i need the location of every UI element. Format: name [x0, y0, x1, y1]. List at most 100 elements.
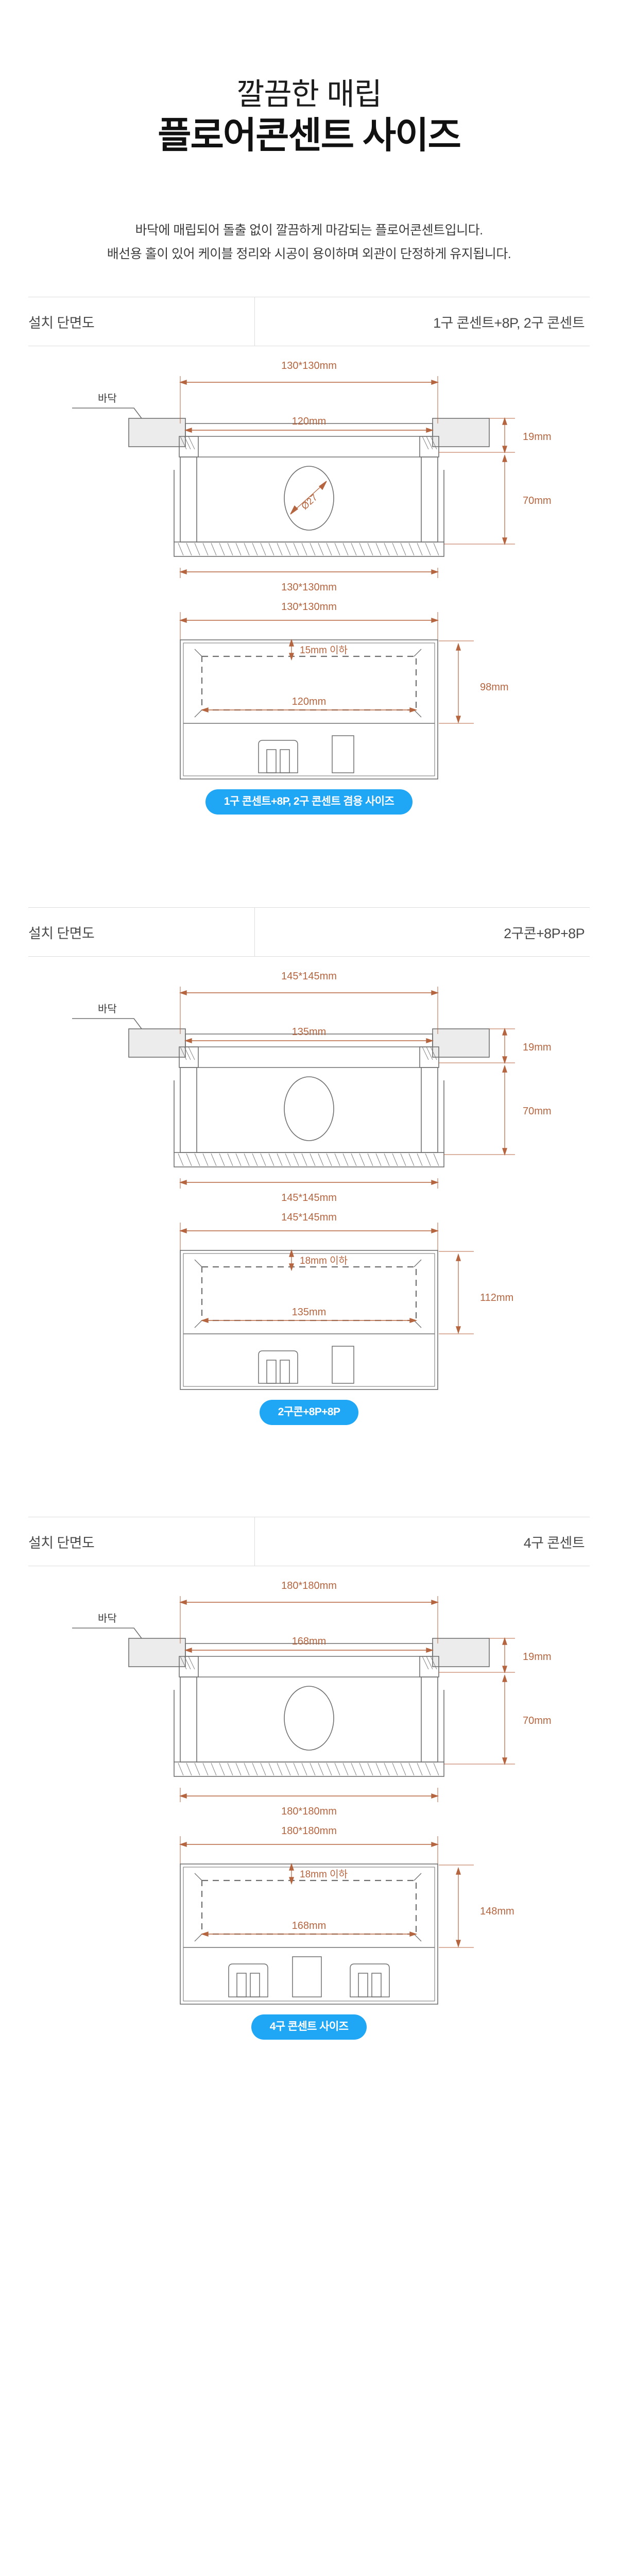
cable-hole-1	[284, 466, 334, 531]
section-header-value-1: 1구 콘센트+8P, 2구 콘센트	[433, 315, 585, 331]
hero-description-line-1: 바닥에 매립되어 돌출 없이 깔끔하게 마감되는 플로어콘센트입니다.	[135, 223, 483, 238]
body-inner-walls-2	[196, 1067, 422, 1153]
socket-detail-3	[228, 1956, 390, 1997]
body-outline-3	[180, 1676, 438, 1762]
spec-section-2: 설치 단면도 2구콘+8P+8P	[0, 907, 618, 1486]
plan-outer-box-2	[180, 1250, 438, 1390]
base-hatch-2	[174, 1152, 444, 1167]
body-inner-walls-1	[196, 457, 422, 543]
socket-detail-1	[258, 735, 354, 773]
floor-line-2	[72, 1018, 142, 1029]
body-inner-walls-3	[196, 1677, 422, 1762]
dim-inner-width-3: 168mm	[292, 1636, 327, 1647]
hero-section: 깔끔한 매립 플로어콘센트 사이즈 바닥에 매립되어 돌출 없이 깔끔하게 마감…	[0, 0, 618, 266]
dim-flange-height-3: 19mm	[523, 1651, 552, 1663]
section-header-label-1: 설치 단면도	[28, 315, 95, 331]
plan-dim-outer-width-1: 130*130mm	[281, 601, 337, 613]
dim-inner-width-2: 135mm	[292, 1026, 327, 1038]
cross-section-drawing-1: 130*130mm 120mm 19mm 70mm Ø27 바닥	[72, 360, 552, 557]
flange-left-2	[128, 1028, 186, 1058]
plan-dim-inset-1: 15mm 이하	[300, 645, 348, 656]
section-header-value-2: 2구콘+8P+8P	[504, 925, 585, 941]
floor-label-2: 바닥	[98, 1003, 117, 1015]
dim-body-depth-3: 70mm	[523, 1715, 552, 1726]
plan-dim-top-width-1: 130*130mm	[281, 582, 337, 593]
dim-flange-height-1: 19mm	[523, 431, 552, 443]
dim-flange-height-2: 19mm	[523, 1042, 552, 1053]
body-side-ribs-3	[174, 1690, 444, 1762]
plan-dim-outer-width-3: 180*180mm	[281, 1825, 337, 1837]
socket-detail-2	[258, 1346, 354, 1384]
section-header-value-cell-3: 4구 콘센트	[255, 1517, 590, 1566]
section-header-1: 설치 단면도 1구 콘센트+8P, 2구 콘센트	[28, 297, 590, 347]
plan-inner-edge-2	[183, 1253, 435, 1387]
section-header-value-3: 4구 콘센트	[523, 1535, 585, 1551]
flange-right-1	[432, 418, 490, 447]
section-header-3: 설치 단면도 4구 콘센트	[28, 1517, 590, 1567]
base-hatch-1	[174, 541, 444, 557]
page-title: 플로어콘센트 사이즈	[158, 115, 461, 156]
section-header-label-cell-3: 설치 단면도	[28, 1517, 255, 1566]
flange-right-3	[432, 1638, 490, 1667]
dim-outer-width-2: 145*145mm	[281, 971, 337, 982]
plan-dashed-rect-3	[201, 1880, 417, 1935]
flange-left-1	[128, 418, 186, 447]
plan-dim-height-1: 98mm	[480, 682, 509, 693]
dim-outer-width-3: 180*180mm	[281, 1580, 337, 1591]
cross-section-drawing-2: 145*145mm 135mm 19mm 70mm 바닥	[72, 971, 552, 1167]
plan-dim-inner-width-3: 168mm	[292, 1920, 327, 1931]
flange-right-2	[432, 1028, 490, 1058]
section-header-label-cell-1: 설치 단면도	[28, 297, 255, 346]
dim-inner-width-1: 120mm	[292, 416, 327, 427]
cross-section-drawing-3: 180*180mm 168mm 19mm 70mm 바닥	[72, 1580, 552, 1777]
dim-hole-diameter-1: Ø27	[299, 492, 319, 512]
section-header-value-cell-2: 2구콘+8P+8P	[255, 908, 590, 956]
drawing-area-2: 145*145mm 135mm 19mm 70mm 바닥	[0, 957, 618, 1400]
plan-dim-inner-width-2: 135mm	[292, 1307, 327, 1318]
plan-dim-height-3: 148mm	[480, 1906, 514, 1917]
plan-dim-inset-3: 18mm 이하	[300, 1869, 348, 1880]
badge-row-1: 1구 콘센트+8P, 2구 콘센트 겸용 사이즈	[0, 789, 618, 815]
section-header-label-2: 설치 단면도	[28, 925, 95, 941]
flange-left-3	[128, 1638, 186, 1667]
plan-dim-inner-width-1: 120mm	[292, 696, 327, 707]
dim-body-depth-2: 70mm	[523, 1106, 552, 1117]
plan-view-drawing-2: 145*145mm 145*145mm	[179, 1178, 513, 1390]
plan-view-drawing-3: 180*180mm 180*180mm	[179, 1788, 514, 2005]
spec-section-1: 설치 단면도 1구 콘센트+8P, 2구 콘센트	[0, 297, 618, 876]
plan-dashed-rect-2	[201, 1266, 417, 1321]
base-hatch-3	[174, 1761, 444, 1777]
corner-hatch-right-1	[419, 436, 439, 457]
size-badge-1: 1구 콘센트+8P, 2구 콘센트 겸용 사이즈	[205, 789, 413, 815]
floor-line-3	[72, 1628, 142, 1639]
section-header-label-cell-2: 설치 단면도	[28, 908, 255, 957]
section-header-value-cell-1: 1구 콘센트+8P, 2구 콘센트	[255, 297, 590, 346]
plan-inner-edge-3	[183, 1867, 435, 2002]
cable-hole-3	[284, 1686, 334, 1751]
drawing-area-3: 180*180mm 168mm 19mm 70mm 바닥	[0, 1566, 618, 2014]
plan-dim-top-width-3: 180*180mm	[281, 1806, 337, 1817]
section-header-label-3: 설치 단면도	[28, 1535, 95, 1551]
plan-inner-edge-1	[183, 642, 435, 776]
body-side-ribs-1	[174, 470, 444, 543]
plan-dim-top-width-2: 145*145mm	[281, 1192, 337, 1204]
section-header-2: 설치 단면도 2구콘+8P+8P	[28, 907, 590, 957]
body-side-ribs-2	[174, 1080, 444, 1153]
dim-outer-width-1: 130*130mm	[281, 360, 337, 371]
plan-outer-box-3	[180, 1863, 438, 2005]
plan-dim-outer-width-2: 145*145mm	[281, 1212, 337, 1223]
floor-label-3: 바닥	[98, 1613, 117, 1624]
floor-line-1	[72, 408, 142, 419]
plan-view-drawing-1: 130*130mm 130*130mm	[179, 568, 509, 779]
dim-body-depth-1: 70mm	[523, 495, 552, 506]
badge-row-3: 4구 콘센트 사이즈	[0, 2014, 618, 2040]
size-badge-3: 4구 콘센트 사이즈	[251, 2014, 367, 2040]
spec-section-3: 설치 단면도 4구 콘센트	[0, 1517, 618, 2081]
size-badge-2: 2구콘+8P+8P	[259, 1400, 359, 1426]
badge-row-2: 2구콘+8P+8P	[0, 1400, 618, 1426]
plan-outer-box-1	[180, 639, 438, 779]
plan-dim-inset-2: 18mm 이하	[300, 1255, 348, 1266]
hero-description: 바닥에 매립되어 돌출 없이 깔끔하게 마감되는 플로어콘센트입니다. 배선용 …	[0, 218, 618, 266]
hero-description-line-2: 배선용 홀이 있어 케이블 정리와 시공이 용이하며 외관이 단정하게 유지됩니…	[107, 246, 511, 261]
plan-dashed-rect-1	[201, 656, 417, 711]
